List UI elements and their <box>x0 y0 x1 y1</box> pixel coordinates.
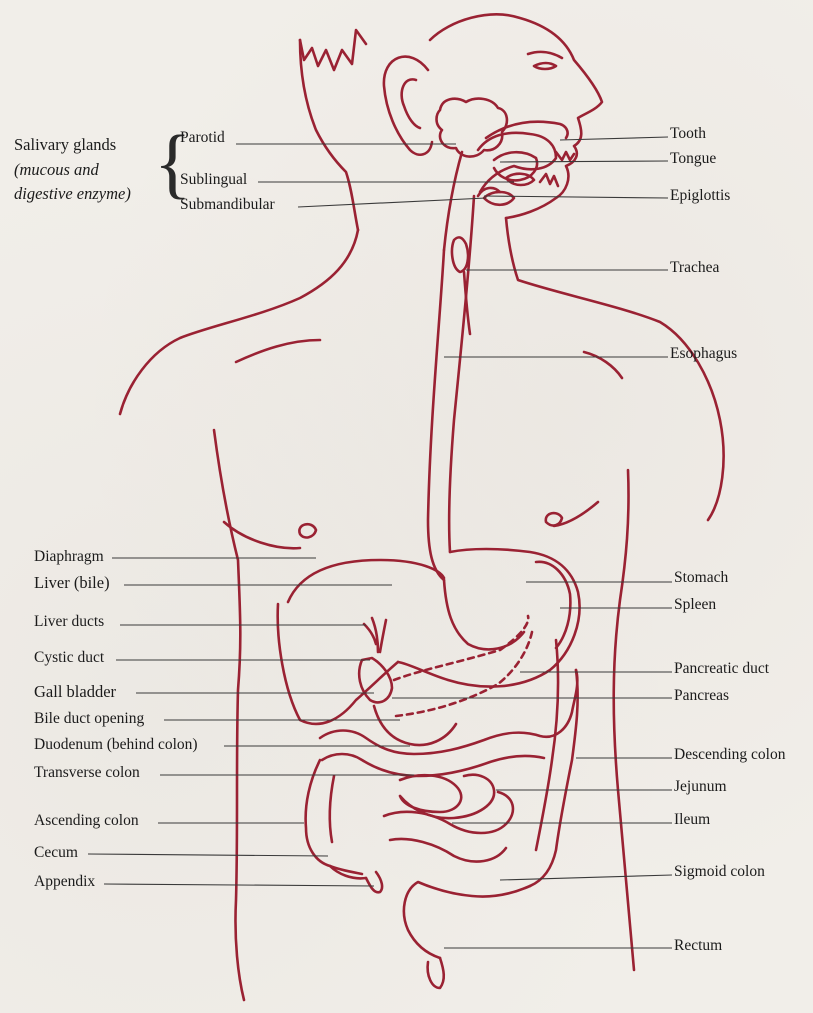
nipple-left <box>299 524 316 537</box>
label-diaphragm: Diaphragm <box>34 549 104 565</box>
stomach-inner <box>444 580 524 649</box>
label-descending-colon: Descending colon <box>674 747 785 763</box>
label-sublingual: Sublingual <box>180 172 247 188</box>
duodenum-shape <box>374 706 456 745</box>
label-pancreas: Pancreas <box>674 688 729 704</box>
torso-left <box>214 430 244 1000</box>
label-liver-ducts: Liver ducts <box>34 614 104 630</box>
nipple-right <box>546 513 562 525</box>
ear <box>384 57 432 155</box>
label-stomach: Stomach <box>674 570 728 586</box>
label-pancreatic-duct: Pancreatic duct <box>674 661 769 677</box>
label-parotid: Parotid <box>180 130 225 146</box>
gall-bladder-shape <box>359 658 392 702</box>
label-cystic-duct: Cystic duct <box>34 650 104 666</box>
label-submandibular: Submandibular <box>180 197 275 213</box>
hair-outline <box>300 30 366 70</box>
label-jejunum: Jejunum <box>674 779 727 795</box>
spleen-outline <box>536 562 570 648</box>
label-appendix: Appendix <box>34 874 95 890</box>
teeth-lower <box>540 174 558 186</box>
transverse-colon-lower <box>322 754 544 776</box>
submandibular-gland <box>484 192 514 205</box>
neck-back <box>120 230 358 414</box>
label-trachea: Trachea <box>670 260 719 276</box>
eye <box>534 63 556 69</box>
salivary-glands-subtitle-2: digestive enzyme) <box>14 186 131 203</box>
pharynx-back <box>444 152 462 250</box>
label-esophagus: Esophagus <box>670 346 737 362</box>
label-epiglottis: Epiglottis <box>670 188 730 204</box>
label-tongue: Tongue <box>670 151 716 167</box>
label-liver: Liver (bile) <box>34 575 110 592</box>
ear-inner <box>402 79 420 128</box>
diaphragm-curve <box>288 560 444 602</box>
rectum-shape <box>428 958 444 988</box>
label-ascending-colon: Ascending colon <box>34 813 139 829</box>
pectoral-right <box>584 352 622 378</box>
torso-right <box>614 470 634 970</box>
label-tooth: Tooth <box>670 126 706 142</box>
descending-colon-shape <box>530 670 578 886</box>
label-transverse-colon: Transverse colon <box>34 765 140 781</box>
label-rectum: Rectum <box>674 938 722 954</box>
salivary-glands-title: Salivary glands <box>14 137 116 154</box>
stomach-outline <box>398 549 580 687</box>
liver-ducts-shape <box>364 618 386 652</box>
sigmoid-colon-shape <box>404 882 530 958</box>
label-duodenum: Duodenum (behind colon) <box>34 737 198 753</box>
label-cecum: Cecum <box>34 845 78 861</box>
transverse-colon-shape <box>320 670 577 754</box>
pectoral-left <box>236 340 320 362</box>
esophagus-left <box>428 250 444 580</box>
label-spleen: Spleen <box>674 597 716 613</box>
head-back-outline <box>300 40 358 230</box>
label-bile-duct-opening: Bile duct opening <box>34 711 144 727</box>
ascending-colon-inner <box>330 776 334 842</box>
label-gall-bladder: Gall bladder <box>34 684 116 701</box>
salivary-glands-subtitle-1: (mucous and <box>14 162 99 179</box>
appendix-shape <box>366 872 382 892</box>
parotid-gland <box>437 99 507 157</box>
eyebrow <box>528 52 562 58</box>
trachea-tube <box>452 237 468 272</box>
label-sigmoid-colon: Sigmoid colon <box>674 864 765 880</box>
label-ileum: Ileum <box>674 812 710 828</box>
face-profile <box>430 14 602 218</box>
teeth-upper <box>556 152 574 160</box>
